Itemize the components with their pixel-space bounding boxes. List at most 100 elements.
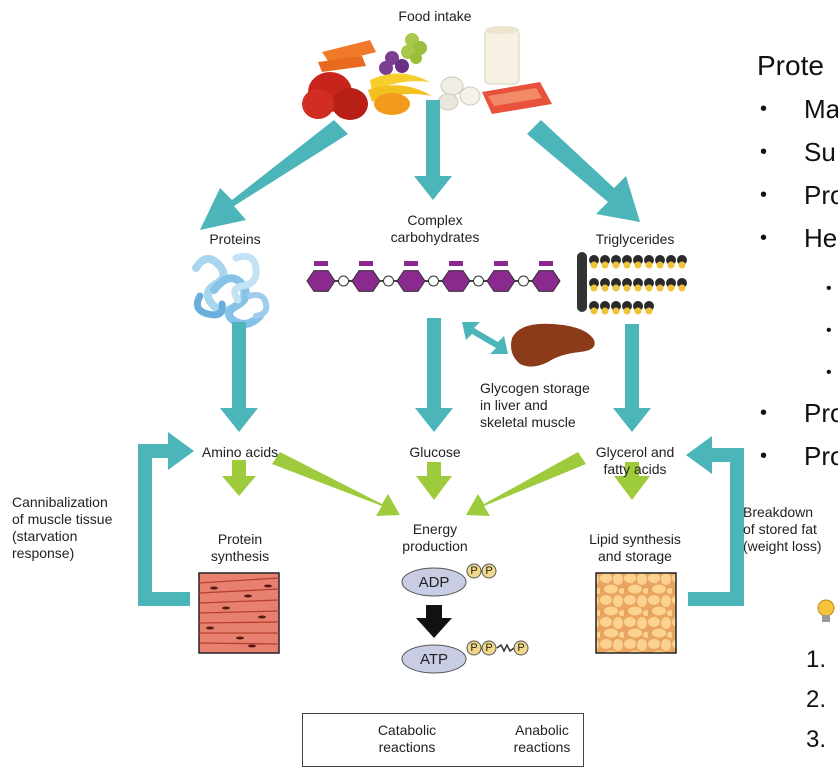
fatty-acid-tail: [656, 261, 664, 269]
branch-marker: [314, 261, 328, 266]
bullet-text: He: [804, 223, 838, 253]
label-triglycerides: Triglycerides: [595, 231, 675, 247]
label-protein-synthesis: Protein synthesis: [210, 531, 270, 564]
fatty-acid-bead: [611, 255, 621, 265]
fatty-acid-bead: [655, 278, 665, 288]
fatty-acid-tail: [601, 261, 609, 269]
arrow-food-to-carbs: [414, 100, 452, 200]
fatty-acid-tail: [590, 284, 598, 292]
label-complex-carbohydrates: Complex carbohydrates: [390, 212, 480, 245]
fatty-acid-tail: [645, 261, 653, 269]
branch-marker: [449, 261, 463, 266]
fatty-acid-bead: [644, 255, 654, 265]
fatty-acid-bead: [633, 278, 643, 288]
adp-ellipse: [401, 567, 467, 597]
glycosidic-link: [473, 275, 484, 287]
legend-anabolic-label: Anabolic reactions: [513, 722, 571, 755]
arrow-glycerol-to-lipid: [614, 462, 650, 500]
bullet-dot: •: [760, 98, 768, 120]
fatty-acid-bead: [677, 255, 687, 265]
bullet-text: Su: [804, 137, 836, 167]
branch-marker: [359, 261, 373, 266]
glucose-unit: [306, 270, 336, 292]
adp-to-atp-arrow: [416, 605, 452, 638]
glucose-unit: [351, 270, 381, 292]
fatty-acid-tail: [590, 261, 598, 269]
label-adp: ADP: [418, 574, 450, 591]
phosphate-label: P: [470, 565, 478, 577]
numbered-item: 1.: [806, 646, 827, 673]
fatty-acid-bead: [589, 278, 599, 288]
numbered-item: 2.: [806, 686, 827, 713]
liver-icon: [511, 323, 595, 367]
arrow-cannibalization: [138, 432, 194, 606]
fatty-acid-tail: [612, 284, 620, 292]
label-amino-acids: Amino acids: [201, 444, 279, 460]
glucose-unit: [486, 270, 516, 292]
bullet-text: Pro: [804, 441, 838, 471]
arrow-food-to-triglycerides: [527, 120, 640, 222]
arrow-carbs-to-glucose: [415, 318, 453, 432]
arrow-glucose-to-energy: [416, 462, 452, 500]
fatty-acid-bead: [611, 301, 621, 311]
fatty-acid-bead: [600, 278, 610, 288]
bullet-dot: •: [760, 227, 768, 249]
sub-bullet-dot: •: [826, 322, 832, 339]
fatty-acid-tail: [634, 261, 642, 269]
lightbulb-icon: [817, 599, 835, 622]
fatty-acid-bead: [666, 255, 676, 265]
arrow-breakdown-fat: [686, 436, 744, 606]
bullet-dot: •: [760, 184, 768, 206]
muscle-tissue-icon: [198, 572, 280, 654]
fatty-acid-bead: [611, 278, 621, 288]
label-lipid-synthesis: Lipid synthesis and storage: [589, 531, 681, 564]
bullet-dot: •: [760, 445, 768, 467]
arrow-glycerol-to-energy: [466, 452, 586, 516]
bullet-dot: •: [760, 141, 768, 163]
fatty-acid-tail: [634, 284, 642, 292]
arrow-trig-to-glycerol: [613, 324, 651, 432]
glucose-unit: [441, 270, 471, 292]
fatty-acid-tail: [678, 284, 686, 292]
label-cannibalization: Cannibalization of muscle tissue (starva…: [12, 494, 113, 561]
fatty-acid-bead: [677, 278, 687, 288]
fatty-acid-tail: [645, 307, 653, 315]
fatty-acid-tail: [612, 261, 620, 269]
branch-marker: [494, 261, 508, 266]
sub-bullet-dot: •: [826, 364, 832, 381]
fatty-acid-tail: [601, 307, 609, 315]
bullet-text: Ma: [804, 94, 838, 124]
fatty-acid-tail: [590, 307, 598, 315]
fatty-acid-tail: [667, 284, 675, 292]
fatty-acid-tail: [667, 261, 675, 269]
numbered-item: 3.: [806, 726, 827, 753]
phosphate-label: P: [517, 642, 525, 654]
food-icon: [302, 26, 552, 120]
label-food-intake: Food intake: [398, 8, 472, 24]
arrow-proteins-to-amino: [220, 322, 258, 432]
adipose-tissue-icon: [595, 572, 677, 654]
atp-phosphates: [466, 640, 529, 656]
fatty-acid-bead: [600, 255, 610, 265]
label-breakdown-fat: Breakdown of stored fat (weight loss): [743, 504, 822, 554]
protein-icon: [192, 252, 270, 328]
fatty-acid-tail: [623, 284, 631, 292]
arrow-food-to-proteins: [200, 120, 348, 230]
triglyceride-icon: [577, 252, 687, 315]
bullet-dot: •: [760, 402, 768, 424]
glycosidic-link: [428, 275, 439, 287]
glucose-unit: [396, 270, 426, 292]
label-glucose: Glucose: [409, 444, 461, 460]
fatty-acid-bead: [666, 278, 676, 288]
fatty-acid-bead: [655, 255, 665, 265]
phosphate-label: P: [485, 565, 493, 577]
fatty-acid-bead: [600, 301, 610, 311]
glycosidic-link: [518, 275, 529, 287]
glucose-unit: [531, 270, 561, 292]
fatty-acid-bead: [644, 278, 654, 288]
carbohydrate-units: [306, 261, 561, 292]
fatty-acid-bead: [633, 255, 643, 265]
fatty-acid-tail: [623, 261, 631, 269]
legend-catabolic-label: Catabolic reactions: [377, 722, 437, 755]
